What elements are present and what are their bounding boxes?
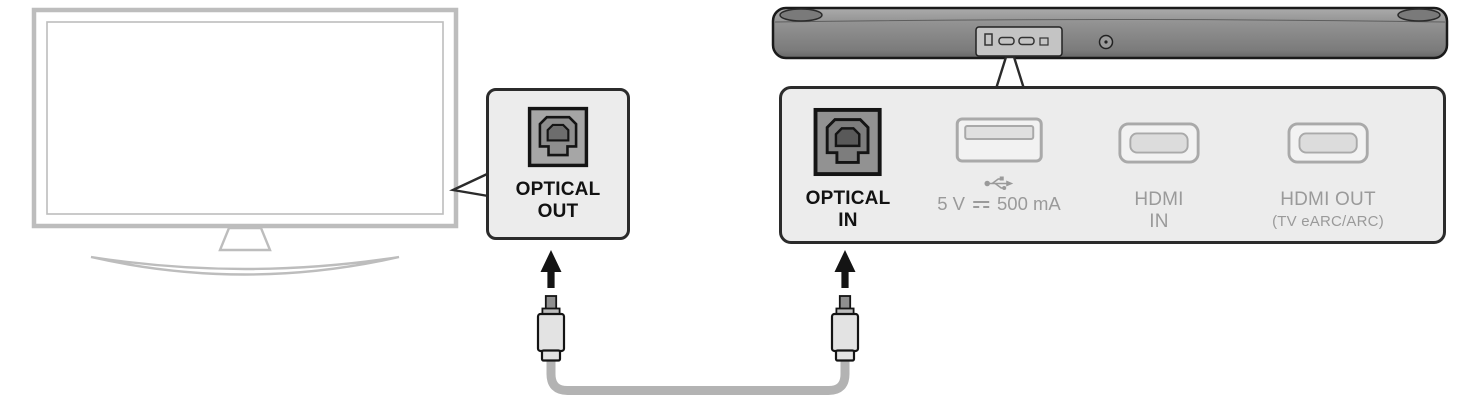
hdmi-port-icon (1287, 122, 1369, 164)
soundbar-foot-left (779, 8, 823, 22)
soundbar-foot-right (1397, 8, 1441, 22)
optical-out-label: OPTICAL OUT (515, 179, 601, 222)
tv-illustration (31, 7, 459, 276)
usb-trident-icon (984, 176, 1013, 190)
hdmi-out-port: HDMI OUT (TV eARC/ARC) (1272, 122, 1384, 232)
optical-out-callout: OPTICAL OUT (486, 88, 630, 240)
optical-in-label: OPTICAL IN (805, 188, 891, 231)
optical-cable-plug-left (536, 248, 566, 362)
hdmi-in-label: HDMI IN (1134, 189, 1184, 232)
toslink-port-icon (527, 106, 589, 168)
optical-in-port: OPTICAL IN (806, 107, 891, 231)
optical-cable-plug-right (830, 248, 860, 362)
usb-power-label: 5 V 500 mA (937, 193, 1061, 214)
toslink-port-icon (813, 107, 883, 177)
soundbar-rear-panel: OPTICAL IN 5 V (779, 86, 1446, 244)
hdmi-in-port: HDMI IN (1117, 122, 1201, 232)
usb-port: 5 V 500 mA (937, 117, 1061, 215)
dc-symbol-icon (972, 199, 990, 210)
soundbar-illustration (771, 6, 1449, 60)
hdmi-out-label: HDMI OUT (TV eARC/ARC) (1272, 189, 1384, 230)
optical-cable (546, 352, 850, 395)
hdmi-port-icon (1118, 122, 1200, 164)
usb-port-icon (955, 117, 1043, 163)
